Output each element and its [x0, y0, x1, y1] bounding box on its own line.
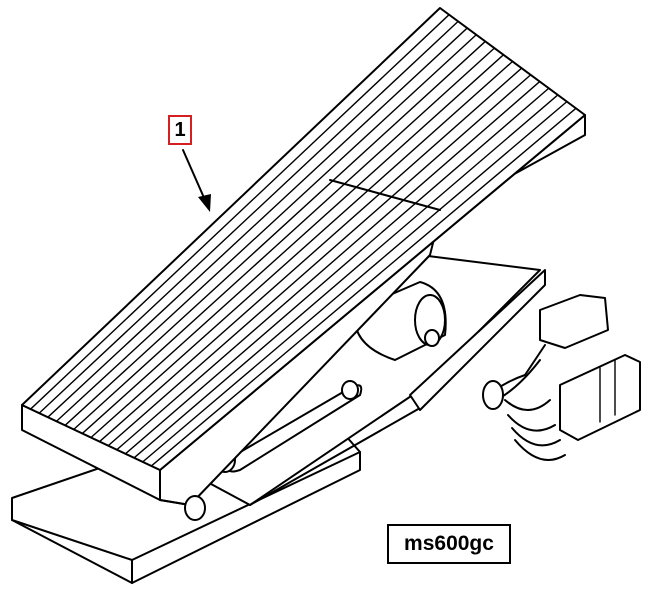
pedal-rib — [133, 94, 559, 459]
pedal-rib — [116, 80, 541, 451]
part-code-label: ms600gc — [387, 524, 511, 564]
pedal-rib — [29, 13, 450, 410]
pedal-rib — [81, 54, 505, 435]
callout-label: 1 — [168, 115, 192, 145]
pedal-rib — [73, 47, 496, 431]
pedal-rib — [64, 40, 487, 427]
pedal-rib — [98, 67, 523, 443]
pedal-body — [21, 7, 586, 521]
callout-arrow — [182, 149, 211, 212]
pedal-ribs — [29, 13, 577, 467]
pedal-cross-groove — [329, 179, 441, 211]
pedal-rib — [142, 100, 568, 463]
pedal-rib — [90, 60, 514, 439]
pedal-rib — [47, 27, 468, 418]
pedal-rib — [55, 34, 477, 422]
pedal-rib — [107, 74, 532, 447]
pedal-rib — [38, 20, 459, 414]
pedal-rib — [124, 87, 550, 455]
pedal-rib — [150, 107, 577, 467]
wire-harness — [482, 294, 641, 461]
